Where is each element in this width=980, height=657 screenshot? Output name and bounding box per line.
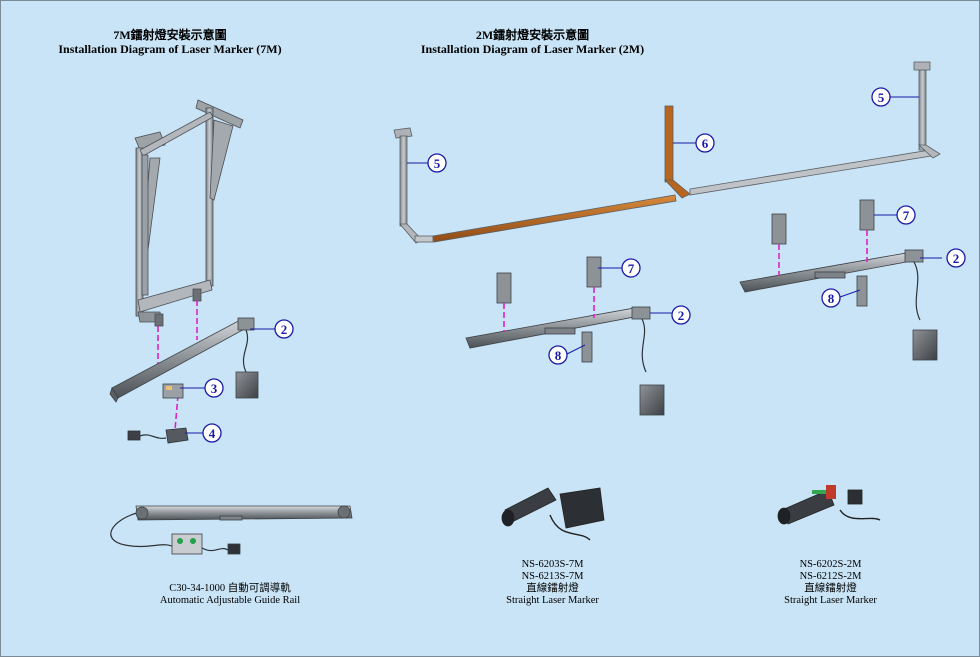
laser-beams-7m [157, 300, 198, 431]
caption-guide-rail-line1: C30-34-1000 自動可調導軌 [169, 583, 291, 594]
laser-beams-2m-left [503, 287, 595, 332]
caption-laser-7m-line1: NS-6203S-7M [521, 559, 584, 570]
caption-laser-2m: NS-6202S-2M NS-6212S-2M 直線鐳射燈 Straight L… [758, 559, 903, 607]
guide-rail-7m [109, 317, 259, 403]
callout-6-label: 6 [702, 136, 709, 151]
callout-4-label: 4 [209, 426, 216, 441]
callout-2-right-label: 2 [953, 251, 960, 266]
callout-8-right: 8 [821, 288, 841, 308]
callout-5-right: 5 [871, 87, 891, 107]
callout-5-left: 5 [427, 153, 447, 173]
callout-7-left: 7 [621, 258, 641, 278]
callout-3: 3 [204, 378, 224, 398]
laser-head-7m [127, 427, 189, 444]
title-2m-en: Installation Diagram of Laser Marker (2M… [420, 42, 645, 56]
callout-5-right-label: 5 [878, 90, 885, 105]
caption-guide-rail-line2: Automatic Adjustable Guide Rail [159, 595, 301, 606]
title-2m-cn: 2M鐳射燈安裝示意圖 [475, 28, 590, 42]
guide-rail-2m-left [465, 256, 665, 416]
title-2m: 2M鐳射燈安裝示意圖 Installation Diagram of Laser… [400, 28, 665, 56]
callout-2-7m: 2 [274, 319, 294, 339]
callout-6: 6 [695, 133, 715, 153]
caption-laser-2m-line2: NS-6212S-2M [799, 571, 862, 582]
callout-3-label: 3 [211, 381, 218, 396]
title-7m-en: Installation Diagram of Laser Marker (7M… [58, 42, 282, 56]
caption-laser-2m-line4: Straight Laser Marker [784, 595, 877, 606]
callout-2-right: 2 [946, 248, 966, 268]
caption-laser-7m-line3: 直線鐳射燈 [526, 583, 579, 594]
callout-lines [180, 96, 942, 434]
caption-laser-2m-line1: NS-6202S-2M [799, 559, 862, 570]
callout-7-right: 7 [896, 205, 916, 225]
callout-7-left-label: 7 [628, 261, 635, 276]
frame-7m [134, 99, 244, 327]
product-laser-2m [777, 485, 881, 525]
callout-4: 4 [202, 423, 222, 443]
title-7m: 7M鐳射燈安裝示意圖 Installation Diagram of Laser… [40, 28, 300, 56]
callout-8-right-label: 8 [828, 291, 835, 306]
caption-laser-2m-line3: 直線鐳射燈 [804, 583, 857, 594]
callout-5-left-label: 5 [434, 156, 441, 171]
product-laser-7m [501, 487, 605, 541]
product-guide-rail [110, 505, 353, 555]
frame-2m [393, 61, 941, 244]
callout-7-right-label: 7 [903, 208, 910, 223]
title-7m-cn: 7M鐳射燈安裝示意圖 [113, 28, 227, 42]
callout-2-left: 2 [671, 305, 691, 325]
caption-laser-7m-line4: Straight Laser Marker [506, 595, 599, 606]
callout-8-left: 8 [548, 345, 568, 365]
guide-rail-2m-right [739, 199, 938, 361]
caption-laser-7m-line2: NS-6213S-7M [521, 571, 584, 582]
callout-8-left-label: 8 [555, 348, 562, 363]
caption-guide-rail: C30-34-1000 自動可調導軌 Automatic Adjustable … [120, 583, 340, 607]
laser-beams-2m-right [778, 230, 868, 276]
callout-2-7m-label: 2 [281, 322, 288, 337]
caption-laser-7m: NS-6203S-7M NS-6213S-7M 直線鐳射燈 Straight L… [480, 559, 625, 607]
callout-2-left-label: 2 [678, 308, 685, 323]
